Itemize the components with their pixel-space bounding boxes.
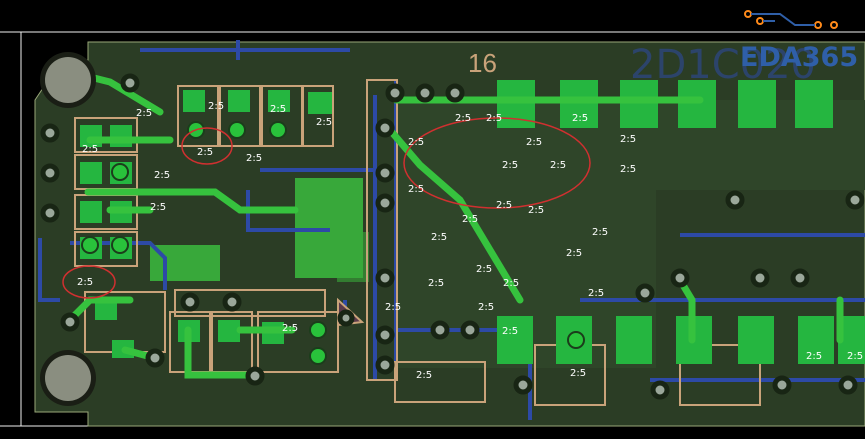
via-label: 2:5 (136, 108, 152, 119)
via-label: 2:5 (572, 113, 588, 124)
top-traces (66, 68, 844, 379)
via-label: 2:5 (462, 214, 478, 225)
via-label: 2:5 (208, 101, 224, 112)
via-label: 2:5 (154, 170, 170, 181)
via-label: 2:5 (408, 137, 424, 148)
via-label: 2:5 (197, 147, 213, 158)
vias (40, 73, 865, 400)
via-label: 2:5 (150, 202, 166, 213)
via-label: 2:5 (476, 264, 492, 275)
via-label: 2:5 (385, 302, 401, 313)
via-label: 2:5 (570, 368, 586, 379)
review-marks (62, 117, 591, 299)
via-label: 2:5 (502, 160, 518, 171)
via-label: 2:5 (416, 370, 432, 381)
silk-label-16: 16 (468, 48, 497, 78)
via-label: 2:5 (847, 351, 863, 362)
via-label: 2:5 (486, 113, 502, 124)
via-label: 2:5 (550, 160, 566, 171)
via-label: 2:5 (528, 205, 544, 216)
via-label: 2:5 (566, 248, 582, 259)
via-label: 2:5 (455, 113, 471, 124)
via-label: 2:5 (282, 323, 298, 334)
via-label: 2:5 (592, 227, 608, 238)
via-label: 2:5 (408, 184, 424, 195)
logo-text: EDA365 (740, 42, 858, 73)
via-label: 2:5 (502, 326, 518, 337)
via-label: 2:5 (428, 278, 444, 289)
via-label: 2:5 (431, 232, 447, 243)
via-label: 2:5 (620, 134, 636, 145)
via-label: 2:5 (82, 144, 98, 155)
via-label: 2:5 (588, 288, 604, 299)
via-label: 2:5 (620, 164, 636, 175)
via-label: 2:5 (503, 278, 519, 289)
via-labels: 2:5 2:5 2:5 2:5 2:5 2:5 2:5 2:5 2:5 2:5 … (77, 101, 863, 381)
mount-holes (40, 52, 96, 406)
board-outline-text: 2D1C020 (630, 42, 816, 88)
eda365-logo: EDA365 (740, 10, 858, 73)
via-label: 2:5 (478, 302, 494, 313)
via-label: 2:5 (316, 117, 332, 128)
via-label: 2:5 (806, 351, 822, 362)
small-vias (81, 121, 585, 365)
via-label: 2:5 (246, 153, 262, 164)
via-label: 2:5 (270, 104, 286, 115)
via-label: 2:5 (77, 277, 93, 288)
via-label: 2:5 (526, 137, 542, 148)
via-label: 2:5 (496, 200, 512, 211)
